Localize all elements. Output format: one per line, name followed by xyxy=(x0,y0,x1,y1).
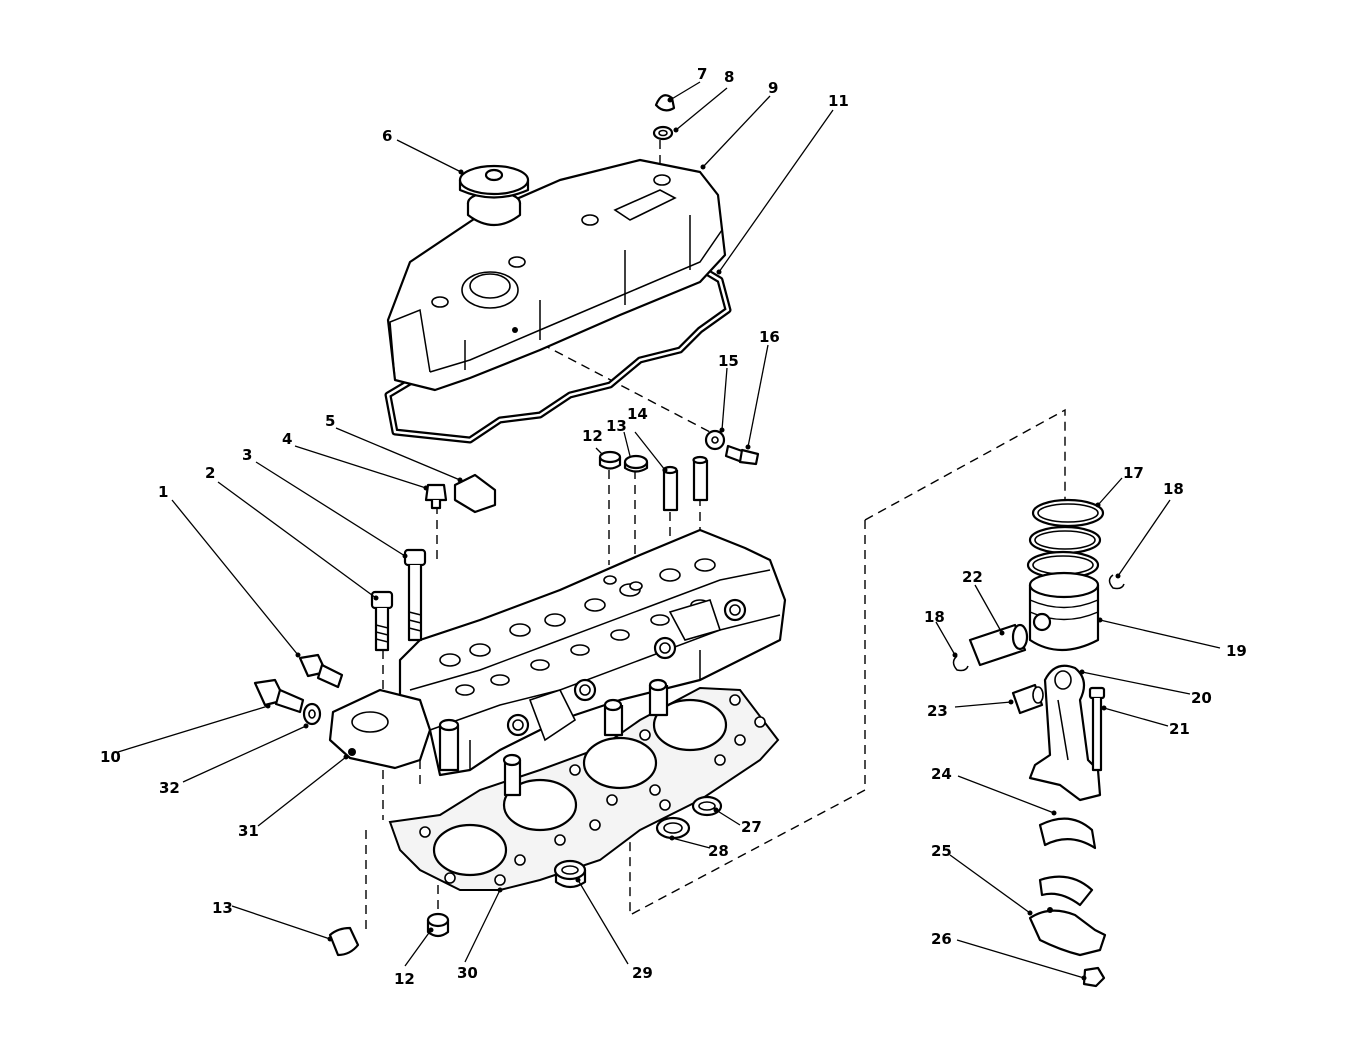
callout-4: 4 xyxy=(282,430,292,448)
callout-7: 7 xyxy=(697,65,707,83)
callout-31: 31 xyxy=(238,822,259,840)
valve-ports xyxy=(439,558,716,696)
rod-nut xyxy=(1082,966,1106,988)
callout-5: 5 xyxy=(325,412,335,430)
callout-24: 24 xyxy=(931,765,952,783)
seal-washer xyxy=(704,429,726,451)
callout-32: 32 xyxy=(159,779,180,797)
thermostat-housing xyxy=(328,688,432,770)
rod-bolt xyxy=(1088,686,1106,772)
valve-guide-a xyxy=(662,465,679,512)
callout-19: 19 xyxy=(1226,642,1247,660)
head-bolt-short xyxy=(370,590,394,652)
callout-22: 22 xyxy=(962,568,983,586)
rod-cap xyxy=(1028,875,1107,957)
connecting-rod xyxy=(1028,664,1102,802)
circlip-right xyxy=(1108,574,1125,590)
head-gasket xyxy=(388,686,780,891)
cover-bolt xyxy=(724,444,760,466)
valve-cap-upper xyxy=(598,450,622,470)
exhaust-ports xyxy=(506,598,747,742)
piston-pin xyxy=(968,623,1029,667)
callout-21: 21 xyxy=(1169,720,1190,738)
callout-16: 16 xyxy=(759,328,780,346)
head-bolt-long xyxy=(403,548,427,642)
precombustion-chamber xyxy=(553,859,587,889)
callout-13-upper: 13 xyxy=(606,417,627,435)
callout-13-lower: 13 xyxy=(212,899,233,917)
small-end-bushing xyxy=(1011,683,1044,715)
bearing-shell-upper xyxy=(1038,817,1097,850)
callout-14: 14 xyxy=(627,405,648,423)
cylinder-head xyxy=(398,528,787,797)
callout-30: 30 xyxy=(457,964,478,982)
rocker-cover xyxy=(386,158,727,392)
leader-lines xyxy=(117,81,1221,981)
callout-6: 6 xyxy=(382,127,392,145)
callout-11: 11 xyxy=(828,92,849,110)
callout-20: 20 xyxy=(1191,689,1212,707)
core-plug-lower xyxy=(328,926,360,957)
callout-26: 26 xyxy=(931,930,952,948)
callout-27: 27 xyxy=(741,818,762,836)
banjo-bolt xyxy=(424,483,448,510)
cover-washer xyxy=(652,125,674,141)
callout-18-right: 18 xyxy=(1163,480,1184,498)
callout-12-upper: 12 xyxy=(582,427,603,445)
callout-labels: 1 2 3 4 5 6 7 8 9 10 11 12 12 13 13 14 1… xyxy=(100,65,1247,988)
callout-10: 10 xyxy=(100,748,121,766)
callout-9: 9 xyxy=(768,79,778,97)
cover-plate xyxy=(453,473,497,514)
temperature-sender xyxy=(253,678,305,714)
callout-15: 15 xyxy=(718,352,739,370)
piston-rings xyxy=(1026,498,1105,580)
callout-3: 3 xyxy=(242,446,252,464)
callout-23: 23 xyxy=(927,702,948,720)
callout-28: 28 xyxy=(708,842,729,860)
valve-seal-upper xyxy=(623,454,649,473)
head-studs xyxy=(438,678,669,797)
piston xyxy=(1028,571,1100,651)
sensor-washer xyxy=(302,702,322,726)
circlip-left xyxy=(952,655,969,672)
callout-17: 17 xyxy=(1123,464,1144,482)
callout-12-lower: 12 xyxy=(394,970,415,988)
callout-2: 2 xyxy=(205,464,215,482)
callout-1: 1 xyxy=(158,483,168,501)
cap-nut xyxy=(654,94,676,112)
callout-25: 25 xyxy=(931,842,952,860)
callout-18-left: 18 xyxy=(924,608,945,626)
callout-29: 29 xyxy=(632,964,653,982)
valve-cap-lower xyxy=(426,912,450,938)
valve-guide-b xyxy=(692,455,709,502)
callout-8: 8 xyxy=(724,68,734,86)
oil-filler-cap xyxy=(458,164,530,227)
chamber-ring-a xyxy=(655,816,691,840)
temperature-switch xyxy=(298,653,344,689)
